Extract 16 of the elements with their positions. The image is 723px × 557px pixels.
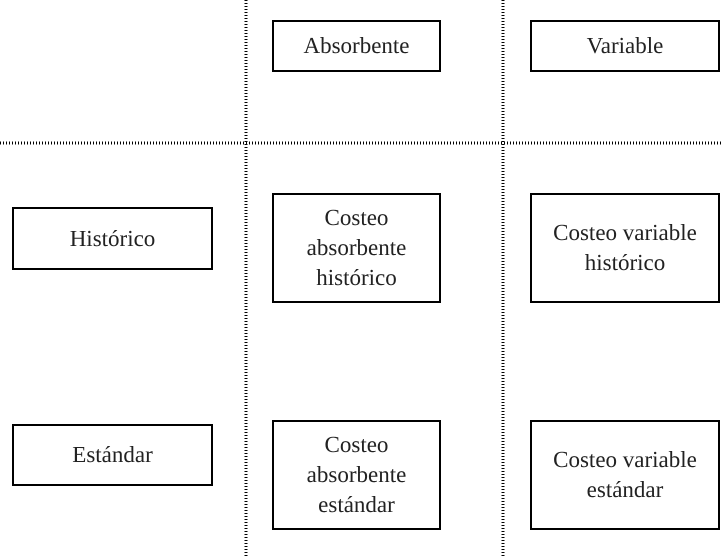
box-label: Estándar	[72, 441, 153, 469]
box-label: Costeo variable histórico	[552, 219, 698, 277]
category-box	[272, 193, 441, 303]
box-label: Absorbente	[303, 32, 410, 60]
column-header-box	[530, 20, 720, 72]
category-box	[272, 420, 441, 530]
row-header-box	[12, 424, 213, 486]
row-header-box	[12, 207, 213, 270]
category-box	[530, 193, 720, 303]
column-header-box	[272, 20, 441, 72]
box-label: Costeo absorbente histórico	[306, 204, 408, 292]
box-label: Variable	[586, 32, 664, 60]
box-label: Costeo absorbente estándar	[306, 431, 408, 519]
box-label: Costeo variable estándar	[552, 446, 698, 504]
box-label: Histórico	[70, 224, 156, 252]
category-box	[530, 420, 720, 530]
